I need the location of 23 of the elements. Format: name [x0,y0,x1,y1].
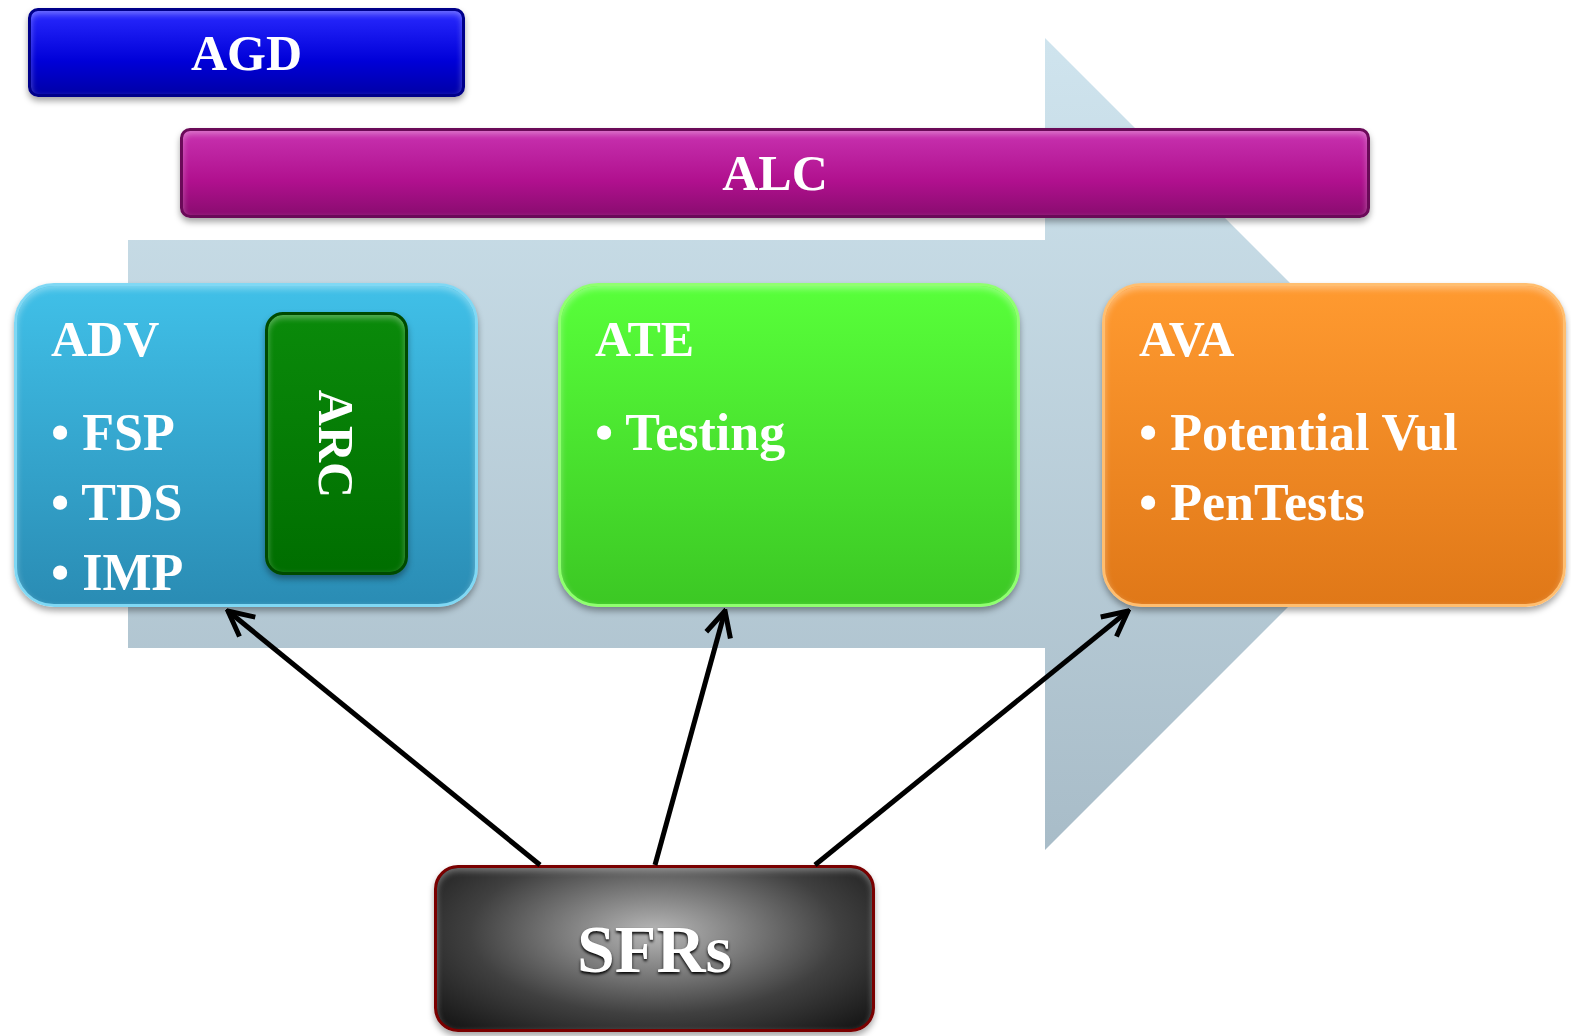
box-label: ALC [722,148,828,198]
bullet-item: • TDS [51,473,184,533]
phase-title: ADV [51,314,160,364]
phase-title: AVA [1139,314,1235,364]
bullet-item: • Potential Vul [1139,403,1458,463]
bullet-item: • Testing [595,403,786,463]
box-label: ARC [311,389,362,498]
arrow [813,608,1131,867]
arrow [225,608,542,867]
bullet-item: • FSP [51,403,176,463]
phase-box [558,283,1020,607]
component-box [265,312,408,575]
phase-box [1102,283,1566,607]
bullet-item: • PenTests [1139,473,1366,533]
title-bar [180,128,1370,218]
bullet-item: • IMP [51,543,184,603]
phase-title: ATE [595,314,695,364]
requirements-box [434,865,875,1032]
arrow [652,608,733,866]
box-label: AGD [190,27,303,78]
phase-box [14,283,478,607]
box-label: SFRs [577,914,732,983]
title-bar [28,8,465,97]
